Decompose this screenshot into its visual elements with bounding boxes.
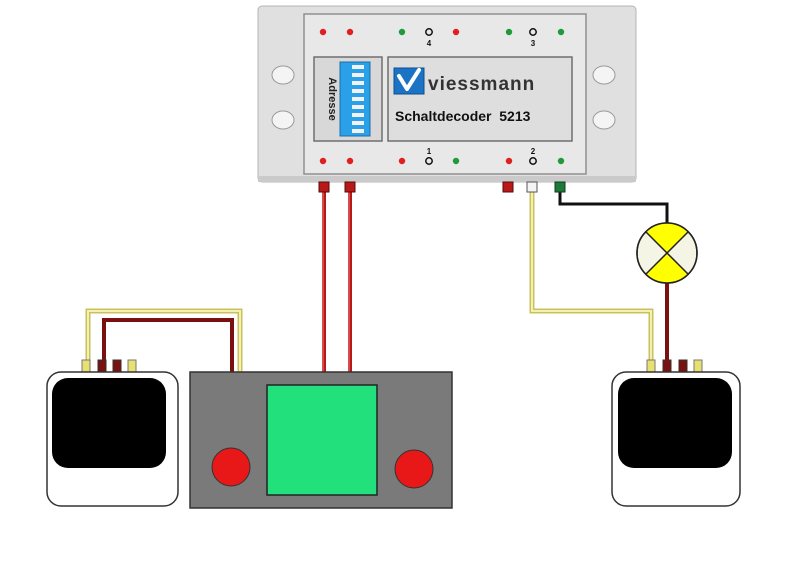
- brand-logo-check-icon: [397, 68, 421, 91]
- wires: [85, 190, 669, 372]
- left-device: [46, 359, 179, 507]
- right-device: [611, 359, 741, 507]
- led-green: [557, 157, 565, 165]
- decoder-connectors: [318, 181, 566, 193]
- terminal-marker-3: [529, 28, 537, 36]
- led-red: [346, 28, 354, 36]
- led-red: [505, 157, 513, 165]
- terminal-marker-4: [425, 28, 433, 36]
- led-red: [452, 28, 460, 36]
- bottom-led-row: 1 2: [319, 147, 565, 165]
- address-label: Adresse: [326, 77, 338, 120]
- led-green: [398, 28, 406, 36]
- lamp: [636, 222, 698, 284]
- left-device-pin-brown: [97, 359, 107, 373]
- led-red: [319, 28, 327, 36]
- terminal-number-2: 2: [531, 147, 536, 156]
- yellow-wire-right-device-highlight: [531, 192, 652, 362]
- brand-name: viessmann: [428, 74, 535, 95]
- mounting-hole-left-bottom: [271, 110, 295, 130]
- right-device-pin-yellow: [646, 359, 656, 373]
- connector-white: [526, 181, 538, 193]
- right-device-pin-brown: [662, 359, 672, 373]
- mounting-hole-left-top: [271, 65, 295, 85]
- terminal-marker-2: [529, 157, 537, 165]
- terminal-number-4: 4: [427, 39, 432, 48]
- decoder-model-label: Schaltdecoder 5213: [395, 108, 531, 124]
- controller-knob-left: [211, 447, 251, 487]
- mounting-hole-right-bottom: [592, 110, 616, 130]
- connector-red: [344, 181, 356, 193]
- led-red: [346, 157, 354, 165]
- connector-green: [554, 181, 566, 193]
- black-wire-lamp: [558, 192, 669, 223]
- left-device-pin-yellow: [81, 359, 91, 373]
- top-led-row: 4 3: [319, 28, 565, 48]
- lamp-outline: [636, 222, 698, 284]
- lamp-segment-top: [646, 223, 688, 253]
- led-green: [505, 28, 513, 36]
- left-device-screen: [52, 378, 166, 468]
- decoder-bottom-edge: [258, 176, 636, 182]
- terminal-number-3: 3: [531, 39, 536, 48]
- left-device-pin-yellow: [127, 359, 137, 373]
- terminal-number-1: 1: [427, 147, 432, 156]
- right-device-screen: [618, 378, 732, 468]
- yellow-wire-right-device: [529, 192, 654, 362]
- right-device-pin-brown: [678, 359, 688, 373]
- dip-switch-toggles: [352, 65, 364, 133]
- lamp-cross-2: [645, 231, 689, 275]
- led-red: [319, 157, 327, 165]
- decoder-module: Adresse viessmann Schaltdecoder 5213: [257, 5, 637, 193]
- mounting-hole-right-top: [592, 65, 616, 85]
- connector-red: [502, 181, 514, 193]
- connector-red: [318, 181, 330, 193]
- brown-wire-left-device: [102, 318, 234, 372]
- right-device-pin-yellow: [693, 359, 703, 373]
- controller-screen: [266, 384, 378, 496]
- controller-knob-right: [394, 449, 434, 489]
- led-red: [398, 157, 406, 165]
- left-device-pin-brown: [112, 359, 122, 373]
- controller: [189, 371, 453, 509]
- lamp-segment-bottom: [646, 253, 688, 283]
- led-green: [557, 28, 565, 36]
- led-green: [452, 157, 460, 165]
- terminal-marker-1: [425, 157, 433, 165]
- yellow-wire-left-device-highlight: [87, 310, 241, 372]
